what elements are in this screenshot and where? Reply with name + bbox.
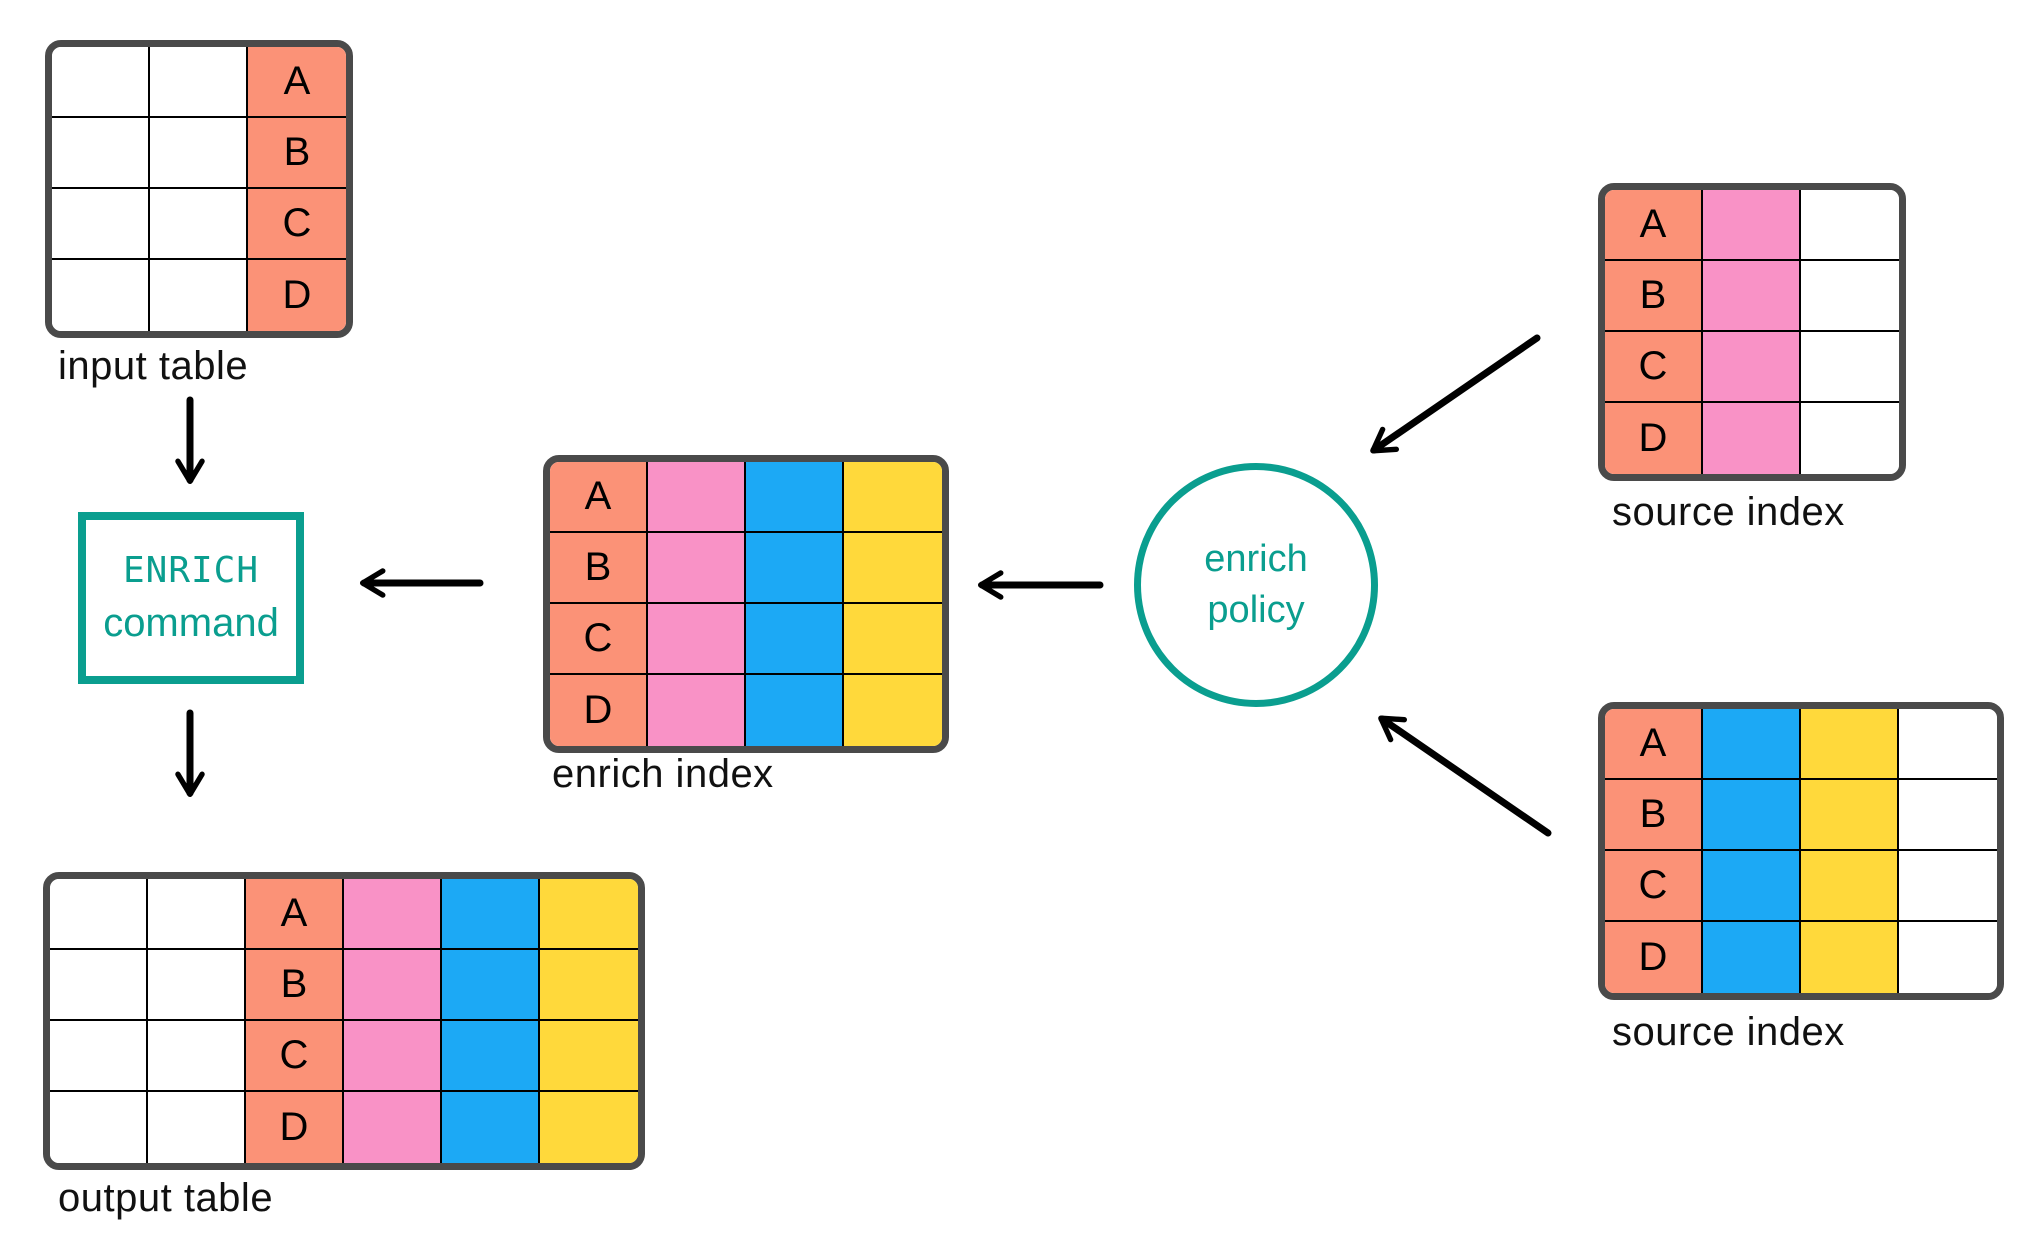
table-cell [1801, 709, 1899, 780]
table-cell [1703, 851, 1801, 922]
table-cell [52, 189, 150, 260]
table-cell [648, 604, 746, 675]
enrich-command-keyword: ENRICH [122, 550, 260, 591]
source-index-bottom-label: source index [1612, 1010, 1845, 1054]
row-key-cell: B [248, 118, 346, 189]
input-table-label: input table [58, 344, 249, 388]
table-cell [50, 879, 148, 950]
table-cell [1703, 261, 1801, 332]
enrich-index-label: enrich index [552, 752, 774, 796]
row-key-cell: D [1605, 403, 1703, 474]
table-cell [1801, 332, 1899, 403]
row-key-cell: A [550, 462, 648, 533]
table-cell [540, 1021, 638, 1092]
table-cell [50, 1021, 148, 1092]
table-cell [148, 950, 246, 1021]
row-key-cell: D [550, 675, 648, 746]
arrow-source-index-bottom-to-enrich-policy [1378, 715, 1552, 837]
row-key-cell: C [1605, 851, 1703, 922]
table-cell [52, 260, 150, 331]
table-cell [148, 879, 246, 950]
table-cell [148, 1092, 246, 1163]
table-cell [1801, 261, 1899, 332]
table-cell [1801, 922, 1899, 993]
row-key-cell: C [246, 1021, 344, 1092]
table-cell [1703, 709, 1801, 780]
enrich-policy-line1: enrich [1204, 537, 1308, 580]
table-cell [50, 950, 148, 1021]
row-key-cell: A [1605, 709, 1703, 780]
row-key-cell: A [248, 47, 346, 118]
table-cell [1703, 780, 1801, 851]
enrich-policy-line2: policy [1207, 589, 1305, 631]
table-cell [746, 604, 844, 675]
table-cell [442, 1021, 540, 1092]
row-key-cell: C [550, 604, 648, 675]
table-cell [442, 879, 540, 950]
table-cell [52, 118, 150, 189]
table-cell [344, 879, 442, 950]
table-cell [442, 1092, 540, 1163]
table-cell [844, 462, 942, 533]
row-key-cell: C [248, 189, 346, 260]
table-cell [648, 462, 746, 533]
table-cell [540, 1092, 638, 1163]
enrich-command-box: ENRICH command [78, 512, 304, 684]
table-cell [1703, 922, 1801, 993]
table-cell [148, 1021, 246, 1092]
table-cell [150, 189, 248, 260]
row-key-cell: D [248, 260, 346, 331]
table-cell [1801, 780, 1899, 851]
table-cell [1703, 403, 1801, 474]
table-cell [746, 675, 844, 746]
row-key-cell: B [246, 950, 344, 1021]
table-cell [1899, 780, 1997, 851]
row-key-cell: C [1605, 332, 1703, 403]
row-key-cell: D [246, 1092, 344, 1163]
table-cell [844, 675, 942, 746]
table-cell [344, 1021, 442, 1092]
table-cell [540, 950, 638, 1021]
table-cell [1801, 851, 1899, 922]
row-key-cell: A [246, 879, 344, 950]
table-cell [1801, 190, 1899, 261]
output-table-label: output table [58, 1176, 274, 1220]
table-cell [844, 533, 942, 604]
table-cell [50, 1092, 148, 1163]
table-cell [1899, 922, 1997, 993]
row-key-cell: B [1605, 261, 1703, 332]
table-cell [540, 879, 638, 950]
table-cell [52, 47, 150, 118]
table-cell [344, 950, 442, 1021]
table-cell [1703, 332, 1801, 403]
table-cell [1801, 403, 1899, 474]
table-cell [1899, 851, 1997, 922]
table-cell [1703, 190, 1801, 261]
table-cell [648, 533, 746, 604]
table-cell [150, 260, 248, 331]
table-cell [442, 950, 540, 1021]
table-cell [150, 47, 248, 118]
table-cell [344, 1092, 442, 1163]
table-cell [844, 604, 942, 675]
row-key-cell: A [1605, 190, 1703, 261]
table-cell [1899, 709, 1997, 780]
enrich-command-word: command [103, 601, 279, 645]
row-key-cell: B [550, 533, 648, 604]
row-key-cell: B [1605, 780, 1703, 851]
row-key-cell: D [1605, 922, 1703, 993]
table-cell [150, 118, 248, 189]
enrich-policy-circle: enrich policy [1134, 463, 1378, 707]
arrow-source-index-top-to-enrich-policy [1370, 334, 1541, 454]
table-cell [648, 675, 746, 746]
table-cell [746, 533, 844, 604]
table-cell [746, 462, 844, 533]
source-index-top-label: source index [1612, 490, 1845, 534]
